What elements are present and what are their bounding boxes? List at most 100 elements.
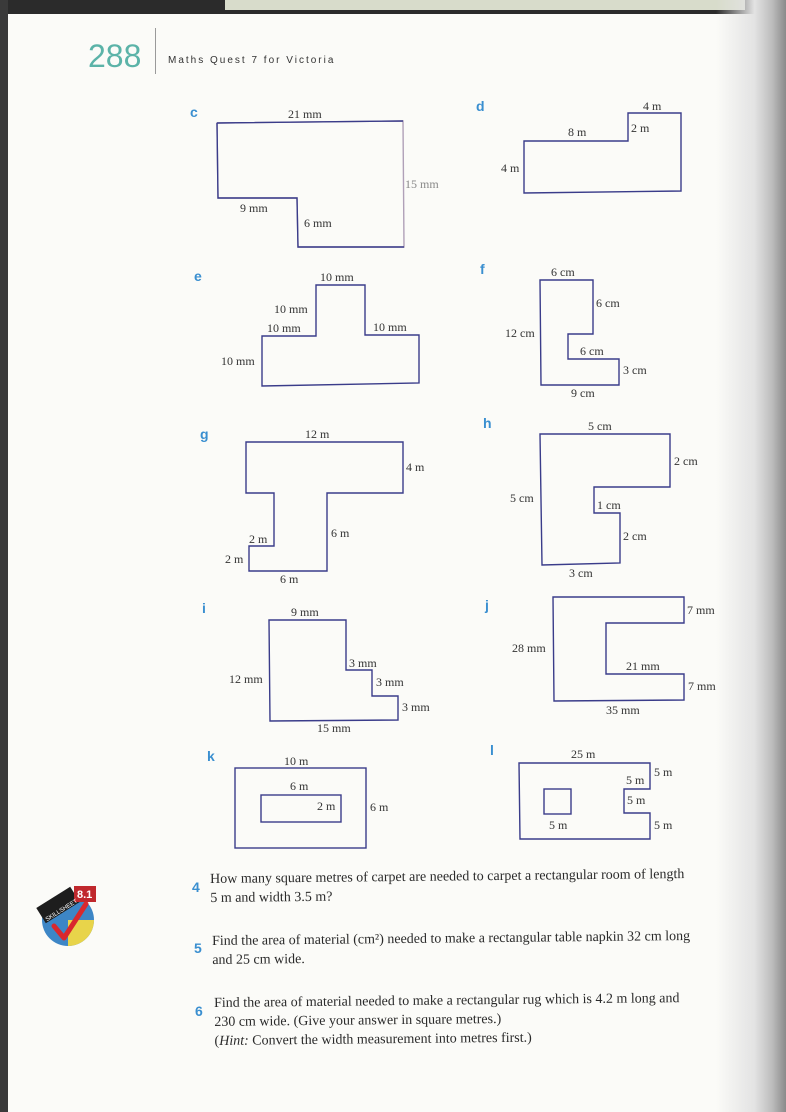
part-label-l: l	[490, 742, 494, 758]
dim-label: 9 cm	[571, 386, 595, 400]
dim-label: 7 mm	[688, 679, 716, 693]
dim-label: 6 m	[331, 526, 350, 540]
dim-label: 5 m	[627, 793, 646, 807]
part-label-e: e	[194, 268, 202, 284]
dim-label: 3 mm	[402, 700, 430, 714]
page-spine-shadow	[716, 0, 786, 1112]
dim-label: 21 mm	[626, 659, 660, 673]
figure-l: 25 m 5 m 5 m 5 m 5 m 5 m	[518, 747, 673, 840]
question-6-text: Find the area of material needed to make…	[214, 988, 785, 1051]
question-5-text: Find the area of material (cm²) needed t…	[212, 928, 691, 968]
figure-f: 6 cm 6 cm 12 cm 6 cm 3 cm 9 cm	[505, 265, 647, 400]
figure-g: 12 m 4 m 6 m 2 m 2 m 6 m	[225, 427, 425, 586]
dim-label: 1 cm	[597, 498, 621, 512]
shape-l	[518, 762, 651, 840]
dim-label: 21 mm	[288, 107, 322, 121]
dim-label: 7 mm	[687, 603, 715, 617]
part-label-j: j	[485, 597, 489, 613]
shape-k-inner	[260, 794, 342, 823]
dim-label: 5 m	[654, 765, 673, 779]
part-label-f: f	[480, 261, 485, 277]
dim-label: 5 m	[626, 773, 645, 787]
dim-label: 6 m	[290, 779, 309, 793]
question-4-text: How many square metres of carpet are nee…	[210, 867, 685, 906]
figure-j: 7 mm 28 mm 21 mm 7 mm 35 mm	[512, 596, 716, 717]
dim-label: 6 cm	[551, 265, 575, 279]
skillsheet-icon: 8.1 SKILLSHEET	[36, 886, 96, 946]
scan-left-border	[0, 0, 8, 1112]
dim-label: 6 cm	[580, 344, 604, 358]
scan-top-border	[0, 0, 786, 14]
dim-label: 6 m	[370, 800, 389, 814]
part-label-h: h	[483, 415, 492, 431]
dim-label: 28 mm	[512, 641, 546, 655]
dim-label: 3 mm	[349, 656, 377, 670]
dim-label: 4 m	[406, 460, 425, 474]
dim-label: 5 cm	[588, 419, 612, 433]
dim-label: 5 m	[654, 818, 673, 832]
dim-label: 9 mm	[291, 605, 319, 619]
dim-label: 12 mm	[229, 672, 263, 686]
question-number: 4	[192, 879, 200, 895]
shape-l-hole	[543, 788, 572, 815]
figure-e: 10 mm 10 mm 10 mm 10 mm 10 mm	[221, 270, 420, 387]
shape-j	[552, 596, 685, 702]
figure-c: 21 mm 15 mm 9 mm 6 mm	[216, 107, 439, 248]
dim-label: 3 cm	[569, 566, 593, 580]
dim-label: 5 m	[549, 818, 568, 832]
part-label-g: g	[200, 426, 209, 442]
shape-g	[245, 441, 404, 572]
part-label-k: k	[207, 748, 215, 764]
dim-label: 6 mm	[304, 216, 332, 230]
figure-i: 9 mm 3 mm 12 mm 3 mm 3 mm 15 mm	[229, 605, 430, 735]
shape-h	[539, 433, 671, 566]
dim-label: 10 m	[284, 754, 309, 768]
book-title: Maths Quest 7 for Victoria	[168, 55, 336, 66]
shape-d	[523, 112, 682, 194]
dim-label: 2 m	[249, 532, 268, 546]
part-label-i: i	[202, 600, 206, 616]
shape-k-outer	[234, 767, 367, 849]
dim-label: 3 cm	[623, 363, 647, 377]
figure-h: 5 cm 2 cm 5 cm 1 cm 2 cm 3 cm	[510, 419, 698, 580]
dim-label: 10 mm	[320, 270, 354, 284]
question-number: 6	[195, 1003, 203, 1019]
shape-e	[261, 284, 420, 387]
dim-label: 6 m	[280, 572, 299, 586]
dim-label: 10 mm	[267, 321, 301, 335]
dim-label: 2 cm	[674, 454, 698, 468]
question-number: 5	[194, 940, 202, 956]
dim-label: 12 cm	[505, 326, 535, 340]
skillsheet-badge[interactable]: 8.1 SKILLSHEET	[36, 882, 98, 950]
part-label-c: c	[190, 104, 198, 120]
dim-label: 2 cm	[623, 529, 647, 543]
dim-label: 5 cm	[510, 491, 534, 505]
dim-label: 10 mm	[274, 302, 308, 316]
dim-label: 4 m	[501, 161, 520, 175]
dim-label: 4 m	[643, 99, 662, 113]
dim-label: 35 mm	[606, 703, 640, 717]
dim-label: 9 mm	[240, 201, 268, 215]
dim-label: 2 m	[317, 799, 336, 813]
part-label-d: d	[476, 98, 485, 114]
shape-f	[539, 279, 620, 386]
page-number: 288	[88, 38, 142, 74]
figure-k: 10 m 6 m 2 m 6 m	[234, 754, 389, 849]
figure-d: 4 m 2 m 8 m 4 m	[501, 99, 682, 194]
dim-label: 12 m	[305, 427, 330, 441]
dim-label: 25 m	[571, 747, 596, 761]
header-divider	[155, 28, 156, 74]
dim-label: 6 cm	[596, 296, 620, 310]
dim-label: 3 mm	[376, 675, 404, 689]
dim-label: 10 mm	[221, 354, 255, 368]
dim-label: 8 m	[568, 125, 587, 139]
dim-label: 15 mm	[405, 177, 439, 191]
dim-label: 15 mm	[317, 721, 351, 735]
dim-label: 2 m	[631, 121, 650, 135]
shape-i	[268, 619, 399, 722]
svg-text:8.1: 8.1	[77, 889, 92, 901]
dim-label: 2 m	[225, 552, 244, 566]
dim-label: 10 mm	[373, 320, 407, 334]
